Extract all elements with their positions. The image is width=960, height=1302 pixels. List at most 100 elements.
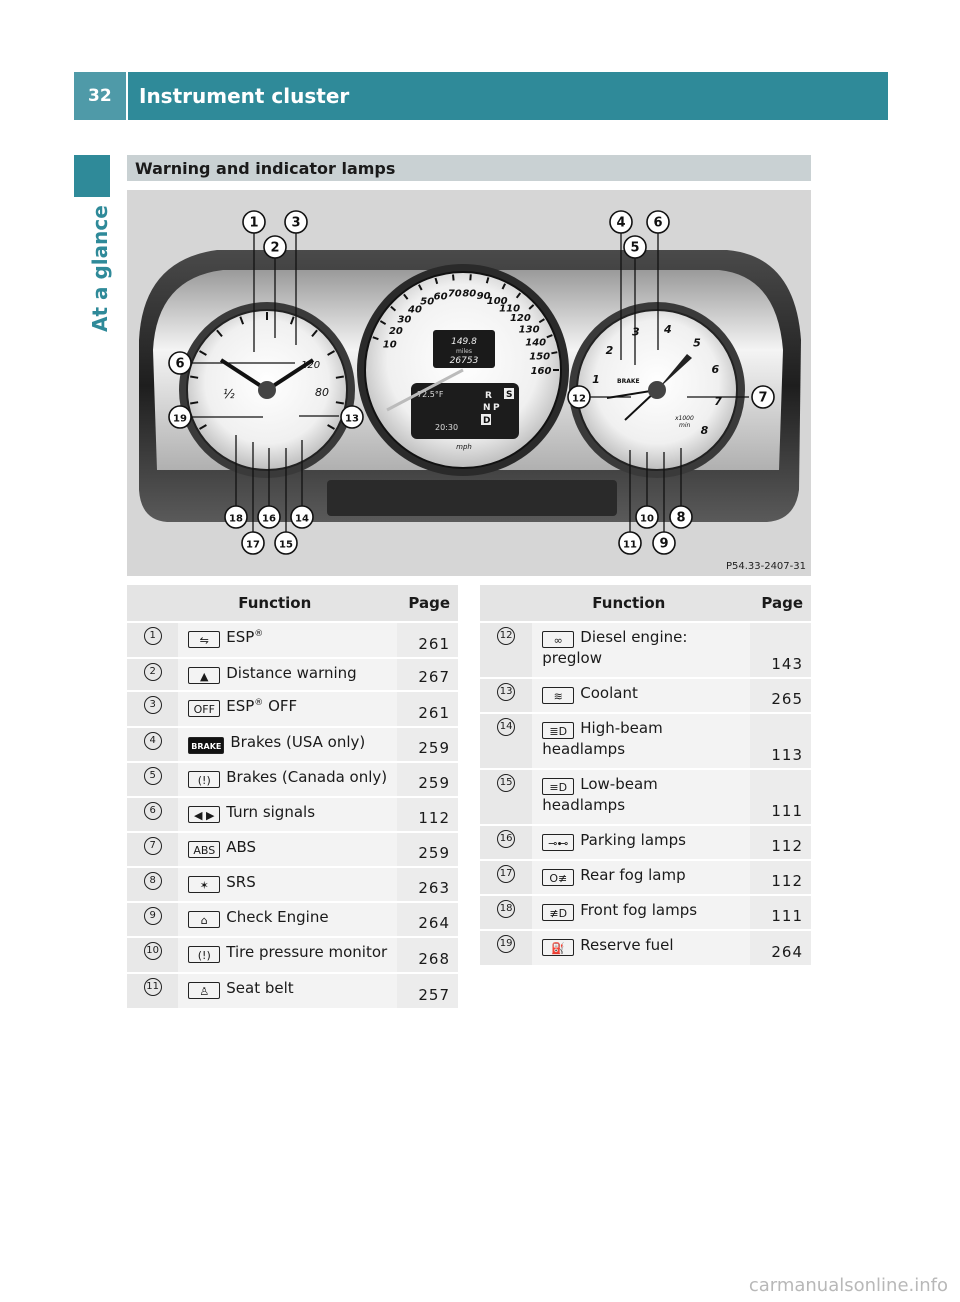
left-gauge-tick [198,424,207,430]
left-gauge-tick [216,329,223,338]
row-page: 113 [749,712,811,769]
esp-icon: ⇋ [188,631,221,648]
table-header-function: Function [178,585,398,622]
speedo-tick-label: 110 [499,303,520,314]
left-gauge-tick [289,316,295,325]
brake-icon: BRAKE [188,737,225,754]
left-gauge-tick [190,401,199,405]
callout-circle [567,385,591,409]
speedo-tick-label: 10 [383,339,397,350]
speedo-tick-label: 30 [397,315,411,326]
speedo-trip: 149.8 [451,337,477,347]
callout-circle [263,235,287,259]
speedo-tick-label: 50 [420,297,434,308]
speedo-tick [501,283,507,290]
speedo-tick-label: 140 [525,338,546,349]
callout-circle [290,505,314,529]
sidebar-label: At a glance [88,205,112,332]
row-page: 111 [749,768,811,825]
speedo-tick [528,304,535,310]
row-number: 11 [127,972,179,1008]
row-function: ≋Coolant [532,677,750,713]
row-page: 143 [749,621,811,678]
callout-circle [751,385,775,409]
callout-circle [623,235,647,259]
speedo-tick [538,318,545,324]
row-number: 2 [127,657,179,691]
row-page: 259 [397,761,458,797]
callout-label: 13 [345,414,359,425]
rear-fog-icon: O≢ [542,869,575,886]
callout-label: 5 [630,241,639,256]
row-page: 112 [749,824,811,860]
callout-label: 16 [262,514,276,525]
srs-icon: ✶ [188,876,221,893]
row-number: 3 [127,690,179,727]
row-number: 14 [480,712,533,769]
row-page: 257 [397,972,458,1008]
callout-label: 2 [270,241,279,256]
speedo-tick [379,320,387,325]
left-gauge-tick [198,350,207,356]
callout-circle [241,531,265,555]
callout-label: 17 [246,540,260,551]
row-page: 259 [397,726,458,762]
high-beam-icon: ≣D [542,722,575,739]
tach-tick-label: 2 [606,344,614,357]
speedo-tick-label: 70 [448,288,462,299]
row-page: 265 [749,677,811,713]
tach-brake-label: BRAKE [617,378,640,385]
callout-circle [652,531,676,555]
row-page: 264 [749,929,811,965]
tire-pressure-icon: (!) [188,946,221,963]
row-page: 263 [397,866,458,902]
table-row: 5(!)Brakes (Canada only)259 [127,761,458,797]
callout-circle [257,505,281,529]
row-page: 267 [397,657,458,691]
reserve-fuel-icon: ⛽ [542,939,575,956]
callout-circle [669,505,693,529]
speedo-tick-label: 100 [487,296,508,307]
left-gauge-tick [335,401,344,405]
callout-label: 10 [640,514,654,525]
callout-label: 11 [623,540,637,551]
row-number: 6 [127,796,179,832]
callout-circle [274,531,298,555]
table-header-page: Page [749,585,811,622]
check-engine-icon: ⌂ [188,911,221,928]
speedo-tick-label: 150 [529,352,550,363]
row-page: 261 [397,621,458,658]
row-function: ✶SRS [178,866,398,902]
speedo-tick-label: 60 [434,291,448,302]
row-number: 17 [480,859,533,895]
diesel-preglow-icon: ∞ [542,631,575,648]
row-number: 5 [127,761,179,797]
left-gauge-tick [311,329,318,338]
row-page: 259 [397,831,458,867]
callout-circle [224,505,248,529]
left-gauge-half: ½ [223,387,235,401]
speedo-clock: 20:30 [435,423,458,432]
row-function: (!)Tire pressure monitor [178,936,398,973]
row-number: 8 [127,866,179,902]
tach-unit2: min [679,422,691,429]
row-function: ⊸⊷Parking lamps [532,824,750,860]
left-gauge-tick [239,316,245,325]
row-number: 9 [127,901,179,937]
row-number: 12 [480,621,533,678]
tach-unit: x1000 [674,415,694,422]
callout-label: 6 [653,216,662,231]
row-function: O≢Rear fog lamp [532,859,750,895]
speedo-temp: 72.5°F [417,390,444,399]
left-gauge-120: 120 [301,360,320,371]
callout-circle [284,210,308,234]
